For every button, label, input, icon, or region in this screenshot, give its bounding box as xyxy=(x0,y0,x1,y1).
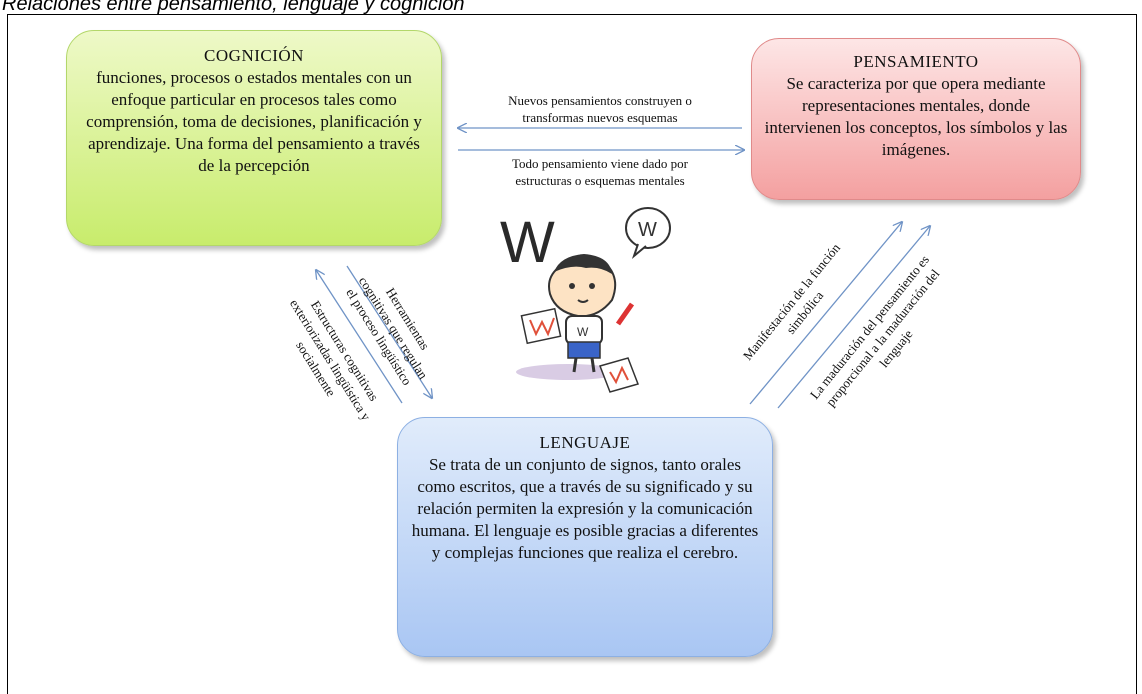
edge-label-line: estructuras o esquemas mentales xyxy=(515,173,685,188)
node-pensamiento-body: Se caracteriza por que opera mediante re… xyxy=(764,74,1068,159)
child-eye-right xyxy=(589,283,595,289)
figure-caption: Relaciones entre pensamiento, lenguaje y… xyxy=(2,0,465,15)
child-leg-right xyxy=(590,357,596,373)
node-lenguaje-body: Se trata de un conjunto de signos, tanto… xyxy=(411,455,759,562)
child-mouth xyxy=(577,299,589,303)
edge-label-pen-to-cog: Nuevos pensamientos construyen o transfo… xyxy=(466,92,734,126)
child-hair xyxy=(554,254,612,274)
node-pensamiento: PENSAMIENTO Se caracteriza por que opera… xyxy=(751,38,1081,200)
arrow-lenguaje-to-cognicion xyxy=(316,270,403,404)
node-cognicion-body: funciones, procesos o estados mentales c… xyxy=(86,68,422,175)
edge-label-line: transformas nuevos esquemas xyxy=(522,110,678,125)
speech-bubble-tail xyxy=(631,243,647,260)
edge-label-line: Nuevos pensamientos construyen o xyxy=(508,93,692,108)
arrow-cognicion-to-lenguaje xyxy=(346,265,432,398)
node-lenguaje: LENGUAJE Se trata de un conjunto de sign… xyxy=(397,417,773,657)
pencil-icon xyxy=(615,302,635,326)
node-cognicion: COGNICIÓN funciones, procesos o estados … xyxy=(66,30,442,246)
node-pensamiento-title: PENSAMIENTO xyxy=(853,52,979,71)
child-shorts xyxy=(567,341,601,359)
shirt-letter-w: W xyxy=(577,325,589,339)
arrow-lenguaje-to-pensamiento-b xyxy=(777,226,930,409)
edge-label-cog-to-pen: Todo pensamiento viene dado por estructu… xyxy=(466,155,734,189)
arrow-lenguaje-to-pensamiento-a xyxy=(749,222,902,405)
child-leg-left xyxy=(572,357,578,373)
paper-bottom-scribble xyxy=(609,365,629,385)
child-eye-left xyxy=(569,283,575,289)
speech-bubble-icon xyxy=(625,207,671,249)
node-cognicion-title: COGNICIÓN xyxy=(204,46,304,65)
edge-label-line: Todo pensamiento viene dado por xyxy=(512,156,688,171)
big-letter-w: W xyxy=(500,210,555,275)
node-lenguaje-title: LENGUAJE xyxy=(539,433,631,452)
diagram-frame xyxy=(7,14,1137,694)
bubble-letter-w: W xyxy=(638,219,657,241)
child-writing-illustration: W W W xyxy=(500,207,671,393)
paper-left-scribble xyxy=(529,317,555,337)
